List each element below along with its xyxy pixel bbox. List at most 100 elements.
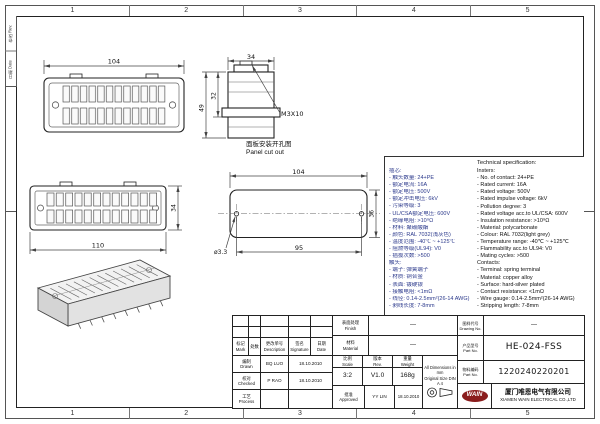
spec-line-en: - Insulation resistance: >10⁹Ω bbox=[477, 217, 550, 224]
spec-panel: 插芯:- 触头数量: 24+PE- 额定电流: 16A- 额定电压: 500V-… bbox=[384, 156, 584, 315]
side-dim-top-text: 34 bbox=[247, 53, 255, 61]
side-dim-outer-text: 49 bbox=[199, 104, 206, 112]
label: 校对 bbox=[242, 375, 251, 381]
rev-empty-cell bbox=[261, 327, 289, 338]
spec-cn-column: 插芯:- 触头数量: 24+PE- 额定电流: 16A- 额定电压: 500V-… bbox=[389, 160, 477, 315]
rev-empty-cell bbox=[311, 316, 333, 327]
label: Mark bbox=[235, 346, 246, 352]
rev-empty-cell bbox=[289, 327, 311, 338]
spec-line-cn: - 材质: 铜合金 bbox=[389, 274, 423, 281]
rev-value-cell: V1.0 bbox=[363, 368, 393, 386]
weight-header-cell: 重量 Weight bbox=[393, 356, 423, 368]
spec-line-en: - Surface: hard-silver plated bbox=[477, 281, 545, 288]
label: Date bbox=[316, 346, 327, 352]
rear-dim-34 bbox=[168, 185, 182, 231]
label: Finish bbox=[344, 325, 357, 331]
grid-number: 4 bbox=[357, 408, 472, 419]
spec-line-cn: - 额定电压: 500V bbox=[389, 189, 431, 196]
cutout-dim-95 bbox=[236, 217, 362, 256]
spec-line-cn: - UL/CSA额定电压: 600V bbox=[389, 210, 451, 217]
label: 重量 bbox=[403, 356, 412, 362]
iso-slot-lines bbox=[50, 264, 158, 300]
spec-line-en: - Terminal: spring terminal bbox=[477, 267, 541, 274]
iso-connector-body bbox=[36, 259, 172, 327]
label: 材料 bbox=[346, 340, 355, 346]
rear-terminal-grid bbox=[46, 191, 158, 225]
part-no-value-cell: 1220240220201 bbox=[484, 361, 585, 384]
spec-line-en: Contacts: bbox=[477, 260, 501, 267]
cutout-dim-36 bbox=[369, 189, 380, 238]
spec-line-cn: - 材料: 聚碳酸酯 bbox=[389, 224, 429, 231]
spec-line-en: - Rated voltage: 500V bbox=[477, 189, 531, 196]
spec-line-cn: - 剥线长度: 7-8mm bbox=[389, 302, 435, 309]
process-role-cell: 工艺 Process bbox=[233, 390, 261, 409]
cutout-title-en: Panel cut out bbox=[246, 149, 284, 156]
first-angle-projection-icon bbox=[427, 387, 453, 398]
label: 产品型号 bbox=[462, 343, 479, 348]
side-dim-34 bbox=[227, 57, 275, 70]
grid-number: 1 bbox=[16, 408, 130, 419]
rev-empty-cell bbox=[249, 327, 261, 338]
grid-number: 2 bbox=[130, 5, 244, 16]
label: Checked bbox=[238, 381, 255, 386]
company-name-cn: 厦门唯恩电气有限公司 bbox=[505, 389, 571, 397]
side-screw-leader bbox=[251, 64, 281, 114]
spec-line-cn: - 线径: 0.14-2.5mm²(26-14 AWG) bbox=[389, 295, 470, 302]
revision-strip: 修改 Rev.日期 Date bbox=[5, 16, 17, 87]
approved-role-cell: 批准 Approved bbox=[333, 386, 365, 409]
panel-cutout-drawing: 104 95 36 ø3.3 bbox=[214, 168, 380, 256]
spec-line-en: - Mating cycles: >500 bbox=[477, 253, 530, 260]
drawn-name-cell: BQ LUO bbox=[261, 356, 289, 373]
rear-dim-110 bbox=[29, 232, 167, 254]
checked-name-cell: P RAO bbox=[261, 373, 289, 390]
rev-empty-cell bbox=[233, 316, 249, 327]
label: Drawing No. bbox=[459, 325, 482, 331]
cutout-hole-label-text: ø3.3 bbox=[214, 249, 227, 256]
label: 物料编码 bbox=[462, 367, 479, 372]
spec-line-cn: - 插拔次数: >500 bbox=[389, 253, 430, 260]
model-label-cell: 产品型号 Part No. bbox=[458, 336, 484, 361]
spec-line-en: Insters: bbox=[477, 168, 496, 175]
scale-value-cell: 3:2 bbox=[333, 368, 363, 386]
grid-number: 5 bbox=[525, 410, 530, 417]
process-date-cell bbox=[289, 390, 333, 409]
iso-contact-pins bbox=[77, 300, 164, 329]
spec-line-cn: 插芯: bbox=[389, 168, 402, 174]
label: 图样代号 bbox=[462, 320, 479, 326]
spec-line-en: - Temperature range: -40℃ ~ +125℃ bbox=[477, 239, 569, 246]
side-screw-label-text: M3X10 bbox=[281, 110, 303, 118]
right-center-tick bbox=[584, 211, 595, 212]
spec-line-cn: - 颜色: RAL 7032(浅灰色) bbox=[389, 231, 451, 238]
model-value-cell: HE-024-FSS bbox=[484, 336, 585, 361]
side-dim-49 bbox=[202, 71, 226, 139]
spec-line-cn: - 端子: 弹簧端子 bbox=[389, 267, 429, 274]
approved-date-cell: 18.10.2010 bbox=[395, 386, 423, 409]
spec-line-en: - Material: copper alloy bbox=[477, 274, 533, 281]
spec-line-en: - Flammability acc.to UL94: V0 bbox=[477, 246, 552, 253]
grid-number: 1 bbox=[16, 5, 130, 16]
rev-empty-cell bbox=[311, 327, 333, 338]
spec-en-column: Technical specification: Insters:- No. o… bbox=[477, 160, 583, 315]
spec-line-en: - Material: polycarbonate bbox=[477, 224, 538, 231]
left-center-tick bbox=[5, 211, 16, 212]
spec-en-list: Insters:- No. of contact: 24+PE- Rated c… bbox=[477, 168, 583, 310]
wain-logo: WAIN bbox=[461, 390, 488, 402]
revision-strip-label: 修改 Rev. bbox=[7, 24, 13, 43]
label: 编制 bbox=[242, 358, 251, 364]
spec-line-en: - Stripping length: 7-8mm bbox=[477, 302, 539, 309]
spec-line-cn: - 接触电阻: <1mΩ bbox=[389, 288, 433, 295]
label: Description bbox=[263, 346, 286, 352]
spec-line-en: - Wire gauge: 0.14-2.5mm²(26-14 AWG) bbox=[477, 295, 575, 302]
label: 表面处理 bbox=[341, 320, 360, 326]
rev-empty-cell bbox=[249, 316, 261, 327]
spec-line-en: - Contact resistance: <1mΩ bbox=[477, 288, 544, 295]
spec-line-cn: - 额定冲击电压: 6kV bbox=[389, 196, 438, 203]
side-view-drawing: 34 49 32 M3X10 bbox=[199, 53, 303, 139]
approved-name-cell: YY LIN bbox=[365, 386, 395, 409]
cutout-dim-bottom-text: 95 bbox=[295, 244, 303, 252]
company-name-en: XIAMEN WAIN ELECTRICAL CO.,LTD bbox=[500, 397, 576, 403]
spec-line-cn: - 额定电流: 16A bbox=[389, 182, 428, 189]
spec-line-cn: - 污染等级: 3 bbox=[389, 203, 421, 210]
